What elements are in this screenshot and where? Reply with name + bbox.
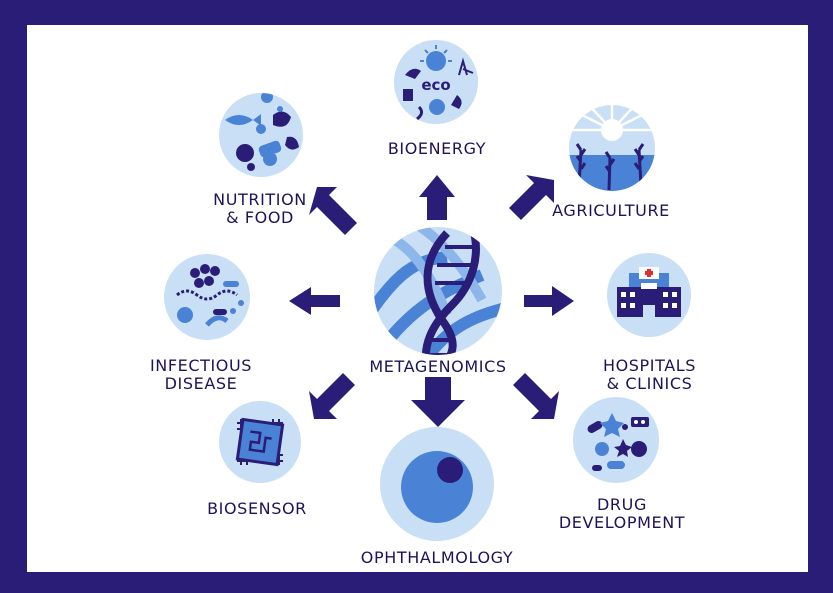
nutrition-label-line1: NUTRITION bbox=[213, 190, 307, 209]
drug-label-line1: DRUG bbox=[597, 495, 647, 514]
agriculture-label: AGRICULTURE bbox=[552, 201, 670, 220]
agriculture-icon bbox=[569, 105, 655, 191]
biosensor-label: BIOSENSOR bbox=[207, 499, 307, 518]
biosensor-icon bbox=[219, 401, 301, 483]
arrow-up-left bbox=[309, 187, 357, 235]
arrow-down bbox=[411, 377, 465, 427]
arrow-left bbox=[289, 287, 340, 315]
ophthalmology-label: OPHTHALMOLOGY bbox=[360, 548, 514, 567]
arrow-up bbox=[419, 175, 455, 220]
arrow-down-right bbox=[513, 373, 559, 419]
bioenergy-label: BIOENERGY bbox=[387, 139, 487, 158]
hospitals-clinics-label: HOSPITALS & CLINICS bbox=[582, 357, 717, 393]
hospital-icon bbox=[607, 253, 691, 337]
eye-icon bbox=[380, 427, 494, 541]
eco-text: eco bbox=[421, 76, 450, 94]
arrow-down-left bbox=[309, 373, 355, 419]
hospitals-label-line2: & CLINICS bbox=[606, 374, 693, 393]
nutrition-food-label: NUTRITION & FOOD bbox=[190, 191, 330, 227]
nutrition-food-icon bbox=[219, 93, 303, 177]
drug-label-line2: DEVELOPMENT bbox=[558, 513, 686, 532]
bioenergy-icon bbox=[394, 40, 478, 124]
drug-development-label: DRUG DEVELOPMENT bbox=[552, 496, 692, 532]
diagram-graphic: eco bbox=[164, 40, 691, 541]
center-label: METAGENOMICS bbox=[369, 357, 507, 376]
hospitals-label-line1: HOSPITALS bbox=[602, 356, 697, 375]
diagram-canvas: eco bbox=[27, 25, 808, 572]
infectious-label-line2: DISEASE bbox=[164, 374, 238, 393]
arrow-up-right bbox=[509, 175, 554, 220]
nutrition-label-line2: & FOOD bbox=[226, 208, 294, 227]
dna-icon bbox=[374, 227, 502, 355]
infectious-disease-icon bbox=[164, 254, 250, 340]
infectious-disease-label: INFECTIOUS DISEASE bbox=[141, 357, 261, 393]
drug-development-icon bbox=[573, 397, 659, 483]
arrow-right bbox=[524, 286, 574, 316]
infectious-label-line1: INFECTIOUS bbox=[149, 356, 253, 375]
